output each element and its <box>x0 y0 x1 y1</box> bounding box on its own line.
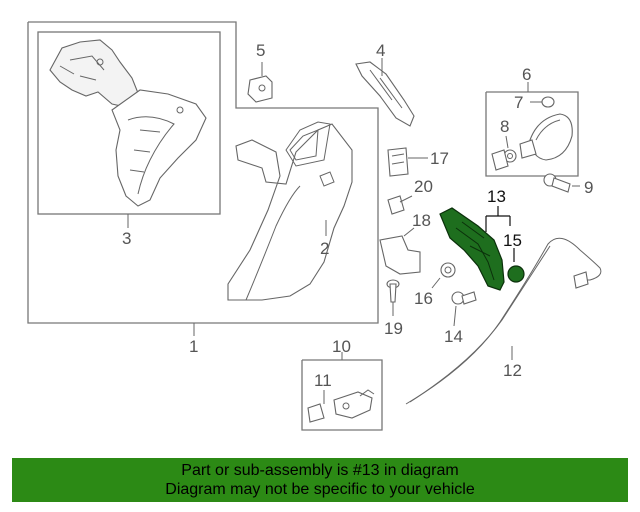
inner-wheelhouse-part <box>49 39 207 207</box>
bolt-part-9 <box>543 173 580 193</box>
callout-8: 8 <box>500 117 509 136</box>
fuel-door-part <box>491 96 573 171</box>
banner-line-2: Diagram may not be specific to your vehi… <box>165 481 475 498</box>
clip-part-17 <box>387 147 428 177</box>
callout-5: 5 <box>256 41 265 60</box>
banner-line-1: Part or sub-assembly is #13 in diagram <box>181 462 459 479</box>
filler-cap-part-15 <box>507 265 525 283</box>
quarter-panel-part <box>227 121 353 301</box>
group-box-1 <box>27 21 379 324</box>
bracket-part-5 <box>247 62 273 103</box>
reinforcement-part-4 <box>355 58 415 127</box>
callout-4: 4 <box>376 41 385 60</box>
nut-part-16 <box>431 262 456 289</box>
opener-part-11 <box>307 389 375 423</box>
callout-20: 20 <box>414 177 433 196</box>
filler-housing-part-13 <box>439 207 505 291</box>
callout-9: 9 <box>584 178 593 197</box>
seal-part-18 <box>379 227 421 275</box>
group-box-6 <box>485 91 579 177</box>
callout-10: 10 <box>332 337 351 356</box>
callout-13: 13 <box>487 187 506 206</box>
callout-2: 2 <box>320 239 329 258</box>
callout-14: 14 <box>444 327 463 346</box>
callout-6: 6 <box>522 65 531 84</box>
callout-16: 16 <box>414 289 433 308</box>
callout-17: 17 <box>430 149 449 168</box>
callout-19: 19 <box>384 319 403 338</box>
callout-1: 1 <box>189 337 198 356</box>
highlight-notice-banner: Part or sub-assembly is #13 in diagram D… <box>12 458 628 502</box>
bolt-part-14 <box>451 291 477 327</box>
callout-11: 11 <box>314 371 332 390</box>
plug-part-20 <box>387 195 413 215</box>
group-box-3 <box>37 31 221 215</box>
callout-7: 7 <box>514 93 523 112</box>
release-cable-part-12 <box>405 237 602 405</box>
callout-3: 3 <box>122 229 131 248</box>
callout-15: 15 <box>503 231 522 250</box>
callout-12: 12 <box>503 361 522 380</box>
callout-18: 18 <box>412 211 431 230</box>
parts-diagram: 1 2 3 4 5 6 7 8 9 10 11 12 13 14 15 16 1… <box>27 21 602 431</box>
callout-13-leader <box>485 206 515 262</box>
group-box-10 <box>301 359 383 431</box>
screw-part-19 <box>386 279 400 316</box>
